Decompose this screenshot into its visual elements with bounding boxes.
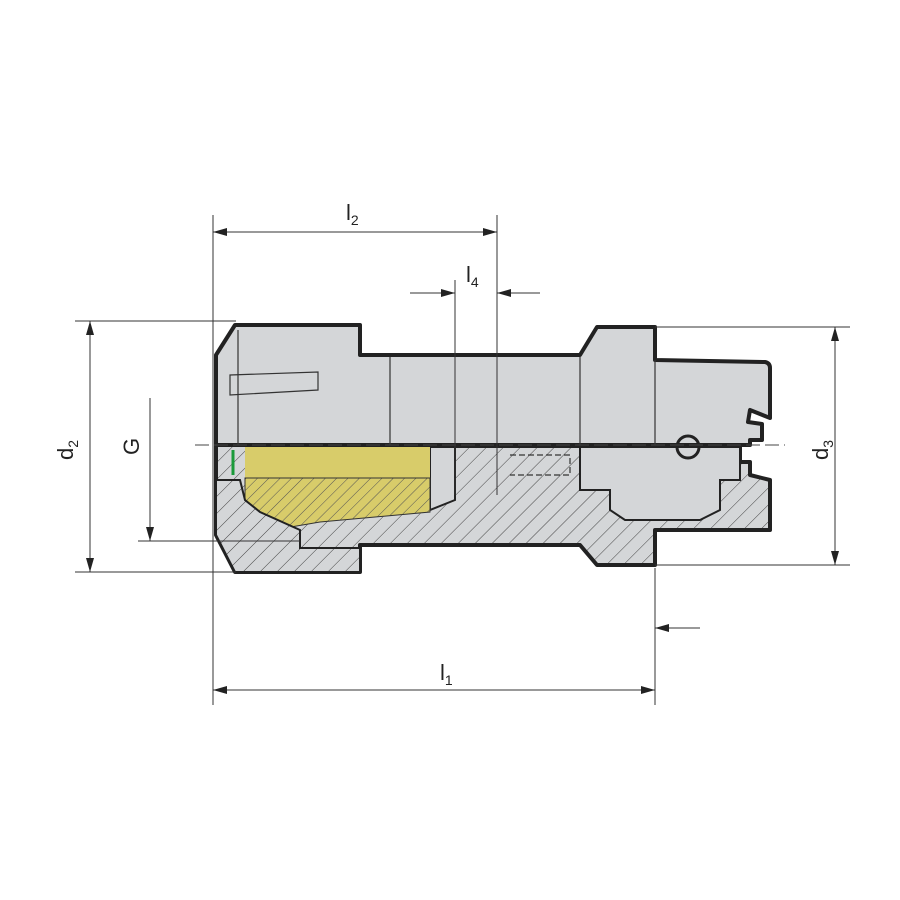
thread-hidden	[510, 454, 571, 476]
label-l4: l4	[466, 262, 479, 290]
bore-lower	[429, 446, 456, 512]
collet-solid	[245, 447, 430, 478]
label-l1: l1	[440, 660, 453, 688]
nut-section	[215, 479, 361, 573]
extension-lines	[75, 215, 850, 705]
label-l2: l2	[346, 200, 359, 228]
hole-icon	[675, 434, 701, 460]
label-d2: d2	[53, 440, 81, 460]
label-g: G	[119, 438, 144, 455]
bore-area	[430, 446, 741, 521]
label-d3: d3	[808, 440, 836, 460]
nut-slot	[229, 371, 319, 396]
holder-body-upper	[214, 323, 772, 447]
